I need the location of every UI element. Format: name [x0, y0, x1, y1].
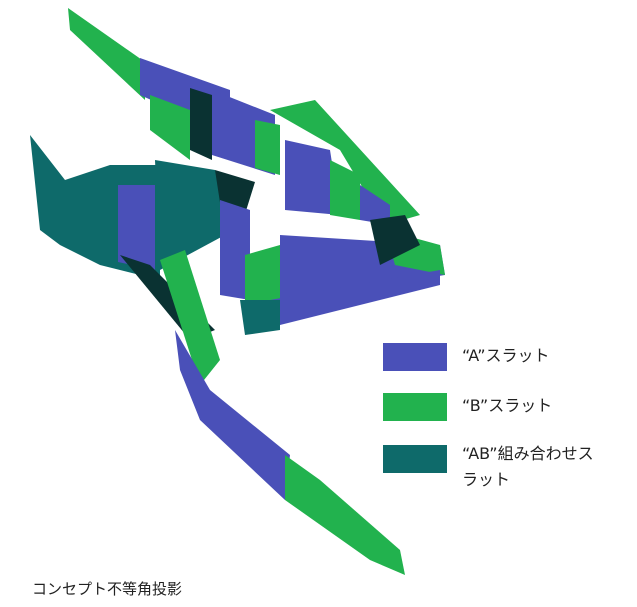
slat-dark-right: [370, 215, 420, 265]
slat-b-top-wall: [255, 120, 280, 175]
slat-b-right-upper: [330, 160, 360, 220]
slat-dark-top: [190, 88, 212, 160]
slat-a-long-strip: [175, 330, 290, 500]
slat-a-front-bottom: [270, 270, 440, 325]
legend-label-ab: “AB”組み合わせス ラット: [462, 444, 594, 489]
slat-ab-bottom: [240, 300, 280, 335]
slat-b-center-wall: [245, 245, 280, 305]
slat-a-center-wall: [220, 200, 250, 300]
slat-a-top-right: [285, 140, 340, 215]
slat-b-top-strip: [68, 8, 145, 100]
caption: コンセプト不等角投影: [32, 580, 183, 598]
legend-swatch-b: [383, 393, 447, 421]
slat-a-left-wall: [118, 185, 155, 270]
slat-b-long-strip: [160, 250, 220, 385]
slat-b-end-strip: [285, 455, 405, 575]
legend-swatch-ab: [383, 445, 447, 473]
slat-ab-left-wall-2: [155, 160, 225, 270]
slat-a-right-upper: [360, 185, 390, 225]
legend-swatch-a: [383, 343, 447, 371]
slat-b-top-right: [270, 100, 420, 225]
slat-b-top-strip-2: [150, 95, 190, 160]
legend-label-b: “B”スラット: [462, 396, 553, 415]
legend-label-a: “A”スラット: [462, 346, 550, 365]
